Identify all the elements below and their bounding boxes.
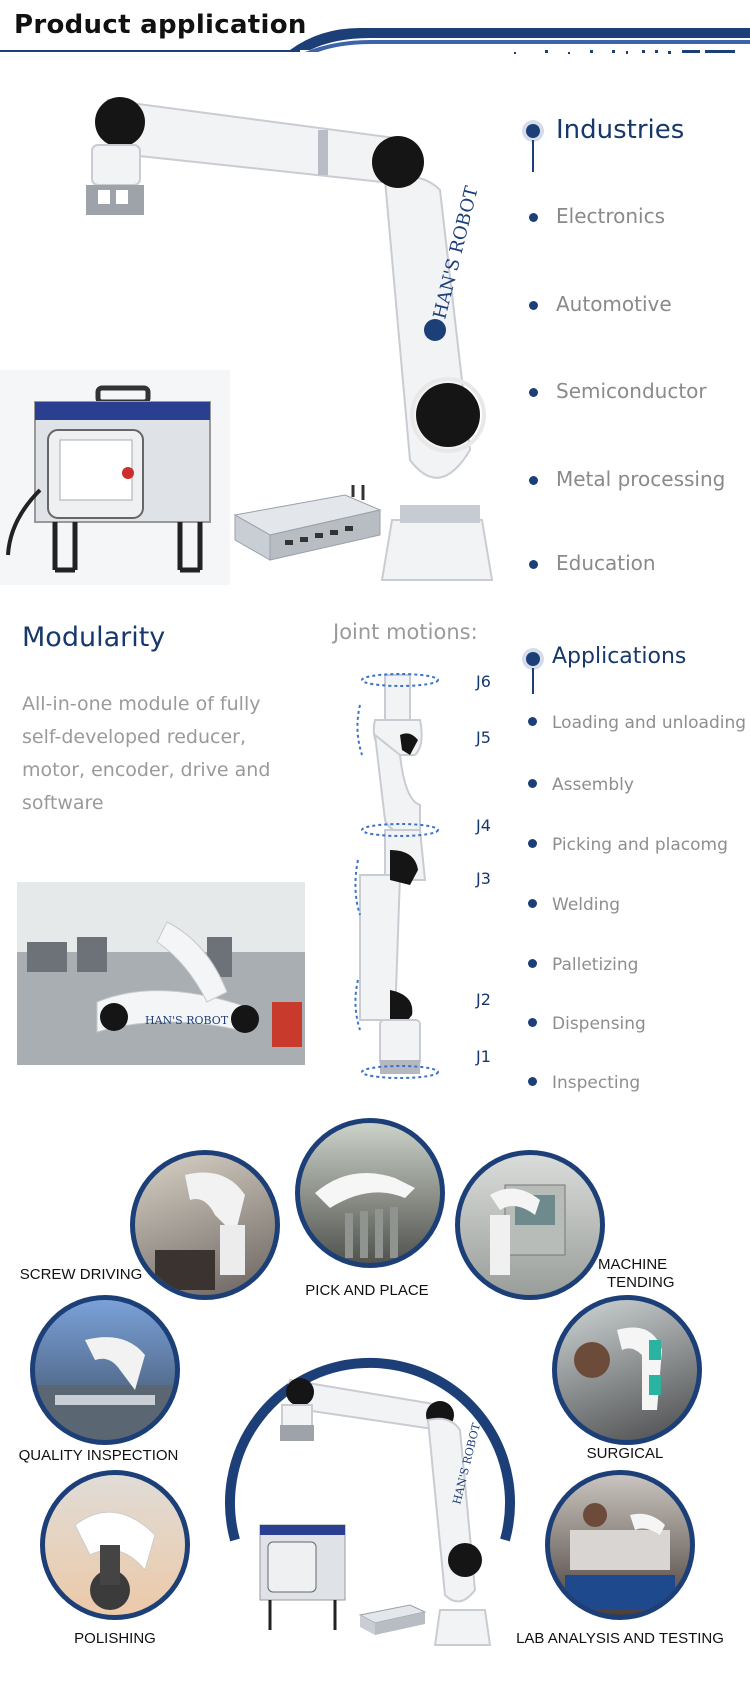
applications-marker-line: [532, 668, 534, 694]
application-item: Palletizing: [552, 955, 639, 975]
joint-label: J6: [476, 672, 491, 691]
application-item: Loading and unloading: [552, 713, 747, 733]
pick-and-place-image: [295, 1118, 445, 1268]
bullet-icon: [529, 560, 538, 569]
joint-label: J1: [476, 1047, 491, 1066]
application-item: Assembly: [552, 775, 634, 795]
surgical-image: [552, 1295, 702, 1445]
quality-inspection-image: [30, 1295, 180, 1445]
modularity-description: All-in-one module of fully self-develope…: [22, 693, 271, 814]
label-surgical: SURGICAL: [586, 1445, 664, 1462]
bullet-icon: [528, 1077, 537, 1086]
page-title: Product application: [14, 10, 307, 40]
industries-title: Industries: [556, 115, 685, 145]
label-screw-driving: SCREW DRIVING: [19, 1266, 143, 1283]
bullet-icon: [528, 717, 537, 726]
joint-diagram: [354, 673, 439, 1079]
industry-item: Electronics: [556, 204, 666, 228]
bullet-icon: [529, 213, 538, 222]
industries-marker-line: [532, 140, 534, 172]
modularity-title: Modularity: [22, 622, 166, 653]
header-band: [0, 28, 750, 54]
joint-label: J3: [476, 869, 491, 888]
bullet-icon: [528, 1018, 537, 1027]
application-item: Picking and placomg: [552, 835, 728, 855]
label-machine-tending-line1: MACHINE: [598, 1256, 668, 1273]
mini-controller-illustration: [233, 485, 382, 561]
joint-motions-title: Joint motions:: [333, 620, 478, 644]
bullet-icon: [529, 301, 538, 310]
factory-robot-photo: HAN'S ROBOT: [17, 882, 305, 1065]
machine-tending-image: [455, 1150, 605, 1300]
label-lab-analysis: LAB ANALYSIS AND TESTING: [516, 1630, 724, 1647]
controller-cabinet-illustration: [0, 370, 230, 585]
joint-label: J5: [476, 728, 491, 747]
industry-item: Metal processing: [556, 467, 726, 491]
bullet-icon: [529, 476, 538, 485]
applications-title: Applications: [552, 644, 687, 669]
central-robot-illustration: HAN'S ROBOT: [259, 1378, 492, 1646]
label-pick-and-place: PICK AND PLACE: [305, 1282, 429, 1299]
screw-driving-image: [130, 1150, 280, 1300]
joint-label: J4: [476, 816, 491, 835]
bullet-icon: [528, 779, 537, 788]
bullet-icon: [528, 899, 537, 908]
industry-item: Education: [556, 551, 656, 575]
bullet-icon: [529, 388, 538, 397]
industries-marker-icon: [526, 124, 540, 138]
lab-analysis-image: [545, 1470, 695, 1620]
application-item: Inspecting: [552, 1073, 641, 1093]
polishing-image: [40, 1470, 190, 1620]
application-item: Welding: [552, 895, 621, 915]
application-item: Dispensing: [552, 1014, 646, 1034]
industry-item: Automotive: [556, 292, 672, 316]
central-arc-frame: [225, 1358, 515, 1542]
bullet-icon: [528, 839, 537, 848]
robot-arm-illustration: HAN'S ROBOT: [86, 97, 494, 581]
label-machine-tending-line2: TENDING: [607, 1274, 675, 1291]
applications-marker-icon: [526, 652, 540, 666]
joint-label: J2: [476, 990, 491, 1009]
industry-item: Semiconductor: [556, 379, 707, 403]
label-quality-inspection: QUALITY INSPECTION: [18, 1447, 179, 1464]
photo-brand-text: HAN'S ROBOT: [145, 1014, 229, 1027]
bullet-icon: [528, 959, 537, 968]
label-polishing: POLISHING: [74, 1630, 156, 1647]
